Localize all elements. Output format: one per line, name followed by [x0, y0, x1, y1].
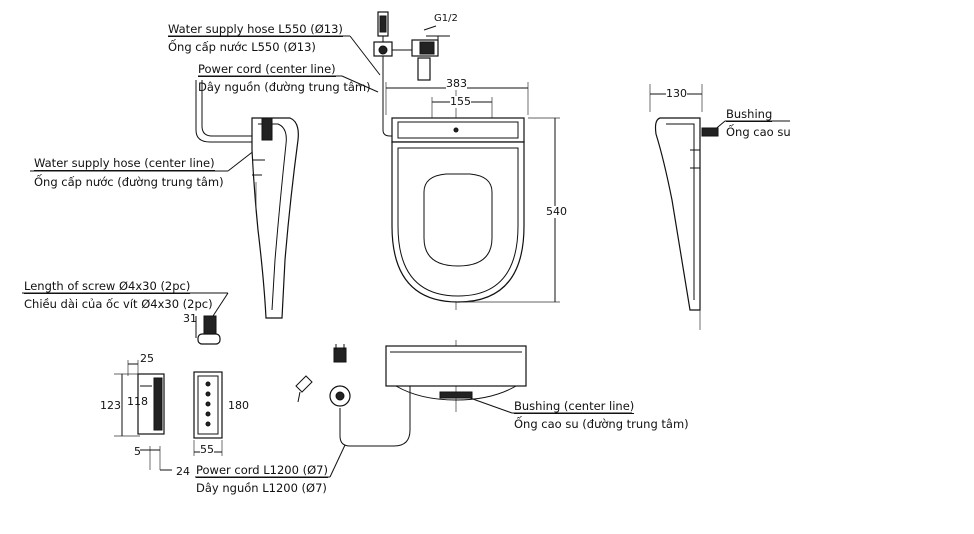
dim-123: 123	[100, 399, 121, 412]
dim-55: 55	[200, 443, 214, 456]
left-side-view	[195, 80, 299, 319]
dim-5: 5	[134, 445, 141, 458]
dim-130: 130	[666, 87, 687, 100]
water-hose-fitting	[373, 11, 450, 137]
label-screw-vi: Chiều dài của ốc vít Ø4x30 (2pc)	[24, 297, 213, 311]
screw-drawing	[195, 315, 221, 345]
label-screw-en: Length of screw Ø4x30 (2pc)	[24, 279, 191, 294]
label-g12: G1/2	[434, 13, 458, 24]
label-power-cord-center-en: Power cord (center line)	[198, 62, 336, 77]
label-bushing-center-vi: Ống cao su (đường trung tâm)	[514, 417, 689, 431]
dim-31: 31	[183, 312, 197, 325]
label-bushing-en: Bushing	[726, 107, 773, 122]
dim-180: 180	[228, 399, 249, 412]
dim-118: 118	[127, 395, 148, 408]
dim-25: 25	[140, 352, 154, 365]
dim-540: 540	[546, 205, 567, 218]
front-view	[339, 340, 527, 447]
label-power-cord-center-vi: Dây nguồn (đường trung tâm)	[198, 80, 371, 94]
remote-front	[193, 371, 223, 456]
label-bushing-vi: Ống cao su	[726, 125, 791, 139]
top-view	[385, 80, 560, 310]
dim-383: 383	[446, 77, 467, 90]
label-bushing-center-en: Bushing (center line)	[514, 399, 635, 414]
label-water-hose-l550-en: Water supply hose L550 (Ø13)	[168, 22, 343, 37]
label-water-hose-center-en: Water supply hose (center line)	[34, 156, 215, 171]
remote-holder-side	[114, 360, 172, 471]
power-plug	[295, 344, 351, 407]
label-water-hose-center-vi: Ống cấp nước (đường trung tâm)	[34, 175, 224, 189]
label-power-cord-l1200-vi: Dây nguồn L1200 (Ø7)	[196, 481, 327, 495]
dim-24: 24	[176, 465, 190, 478]
dim-155: 155	[450, 95, 471, 108]
label-water-hose-l550-vi: Ống cấp nước L550 (Ø13)	[168, 40, 316, 54]
right-side-view	[649, 84, 719, 330]
label-power-cord-l1200-en: Power cord L1200 (Ø7)	[196, 463, 328, 478]
